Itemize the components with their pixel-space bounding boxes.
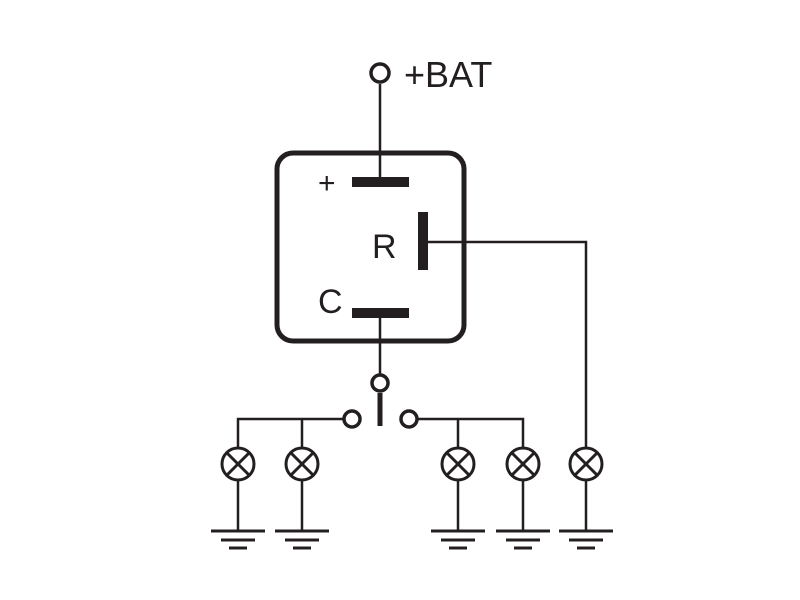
battery-label: +BAT: [404, 54, 492, 95]
battery-terminal: [369, 62, 391, 84]
ground-icon: [496, 529, 550, 550]
r-output-wire: [428, 240, 588, 448]
r-label: R: [372, 228, 397, 266]
c-pin: [352, 308, 409, 318]
lamp-icon: [568, 446, 604, 482]
switch-common-terminal: [370, 373, 390, 393]
left-branch-wire: [236, 417, 343, 448]
flasher-relay-box: [274, 150, 467, 344]
c-label: C: [318, 283, 343, 321]
ground-icon: [211, 529, 265, 550]
plus-pin: [352, 177, 409, 187]
lamp-icon: [284, 446, 320, 482]
right-branch-wire: [418, 417, 525, 448]
lamp-icon: [505, 446, 541, 482]
ground-icon: [431, 529, 485, 550]
lamp-icon: [220, 446, 256, 482]
ground-icon: [275, 529, 329, 550]
switch-right-terminal: [399, 409, 419, 429]
switch-left-terminal: [342, 409, 362, 429]
plus-label: +: [318, 167, 336, 200]
r-pin: [418, 212, 428, 270]
lamp-icon: [440, 446, 476, 482]
ground-icon: [559, 529, 613, 550]
